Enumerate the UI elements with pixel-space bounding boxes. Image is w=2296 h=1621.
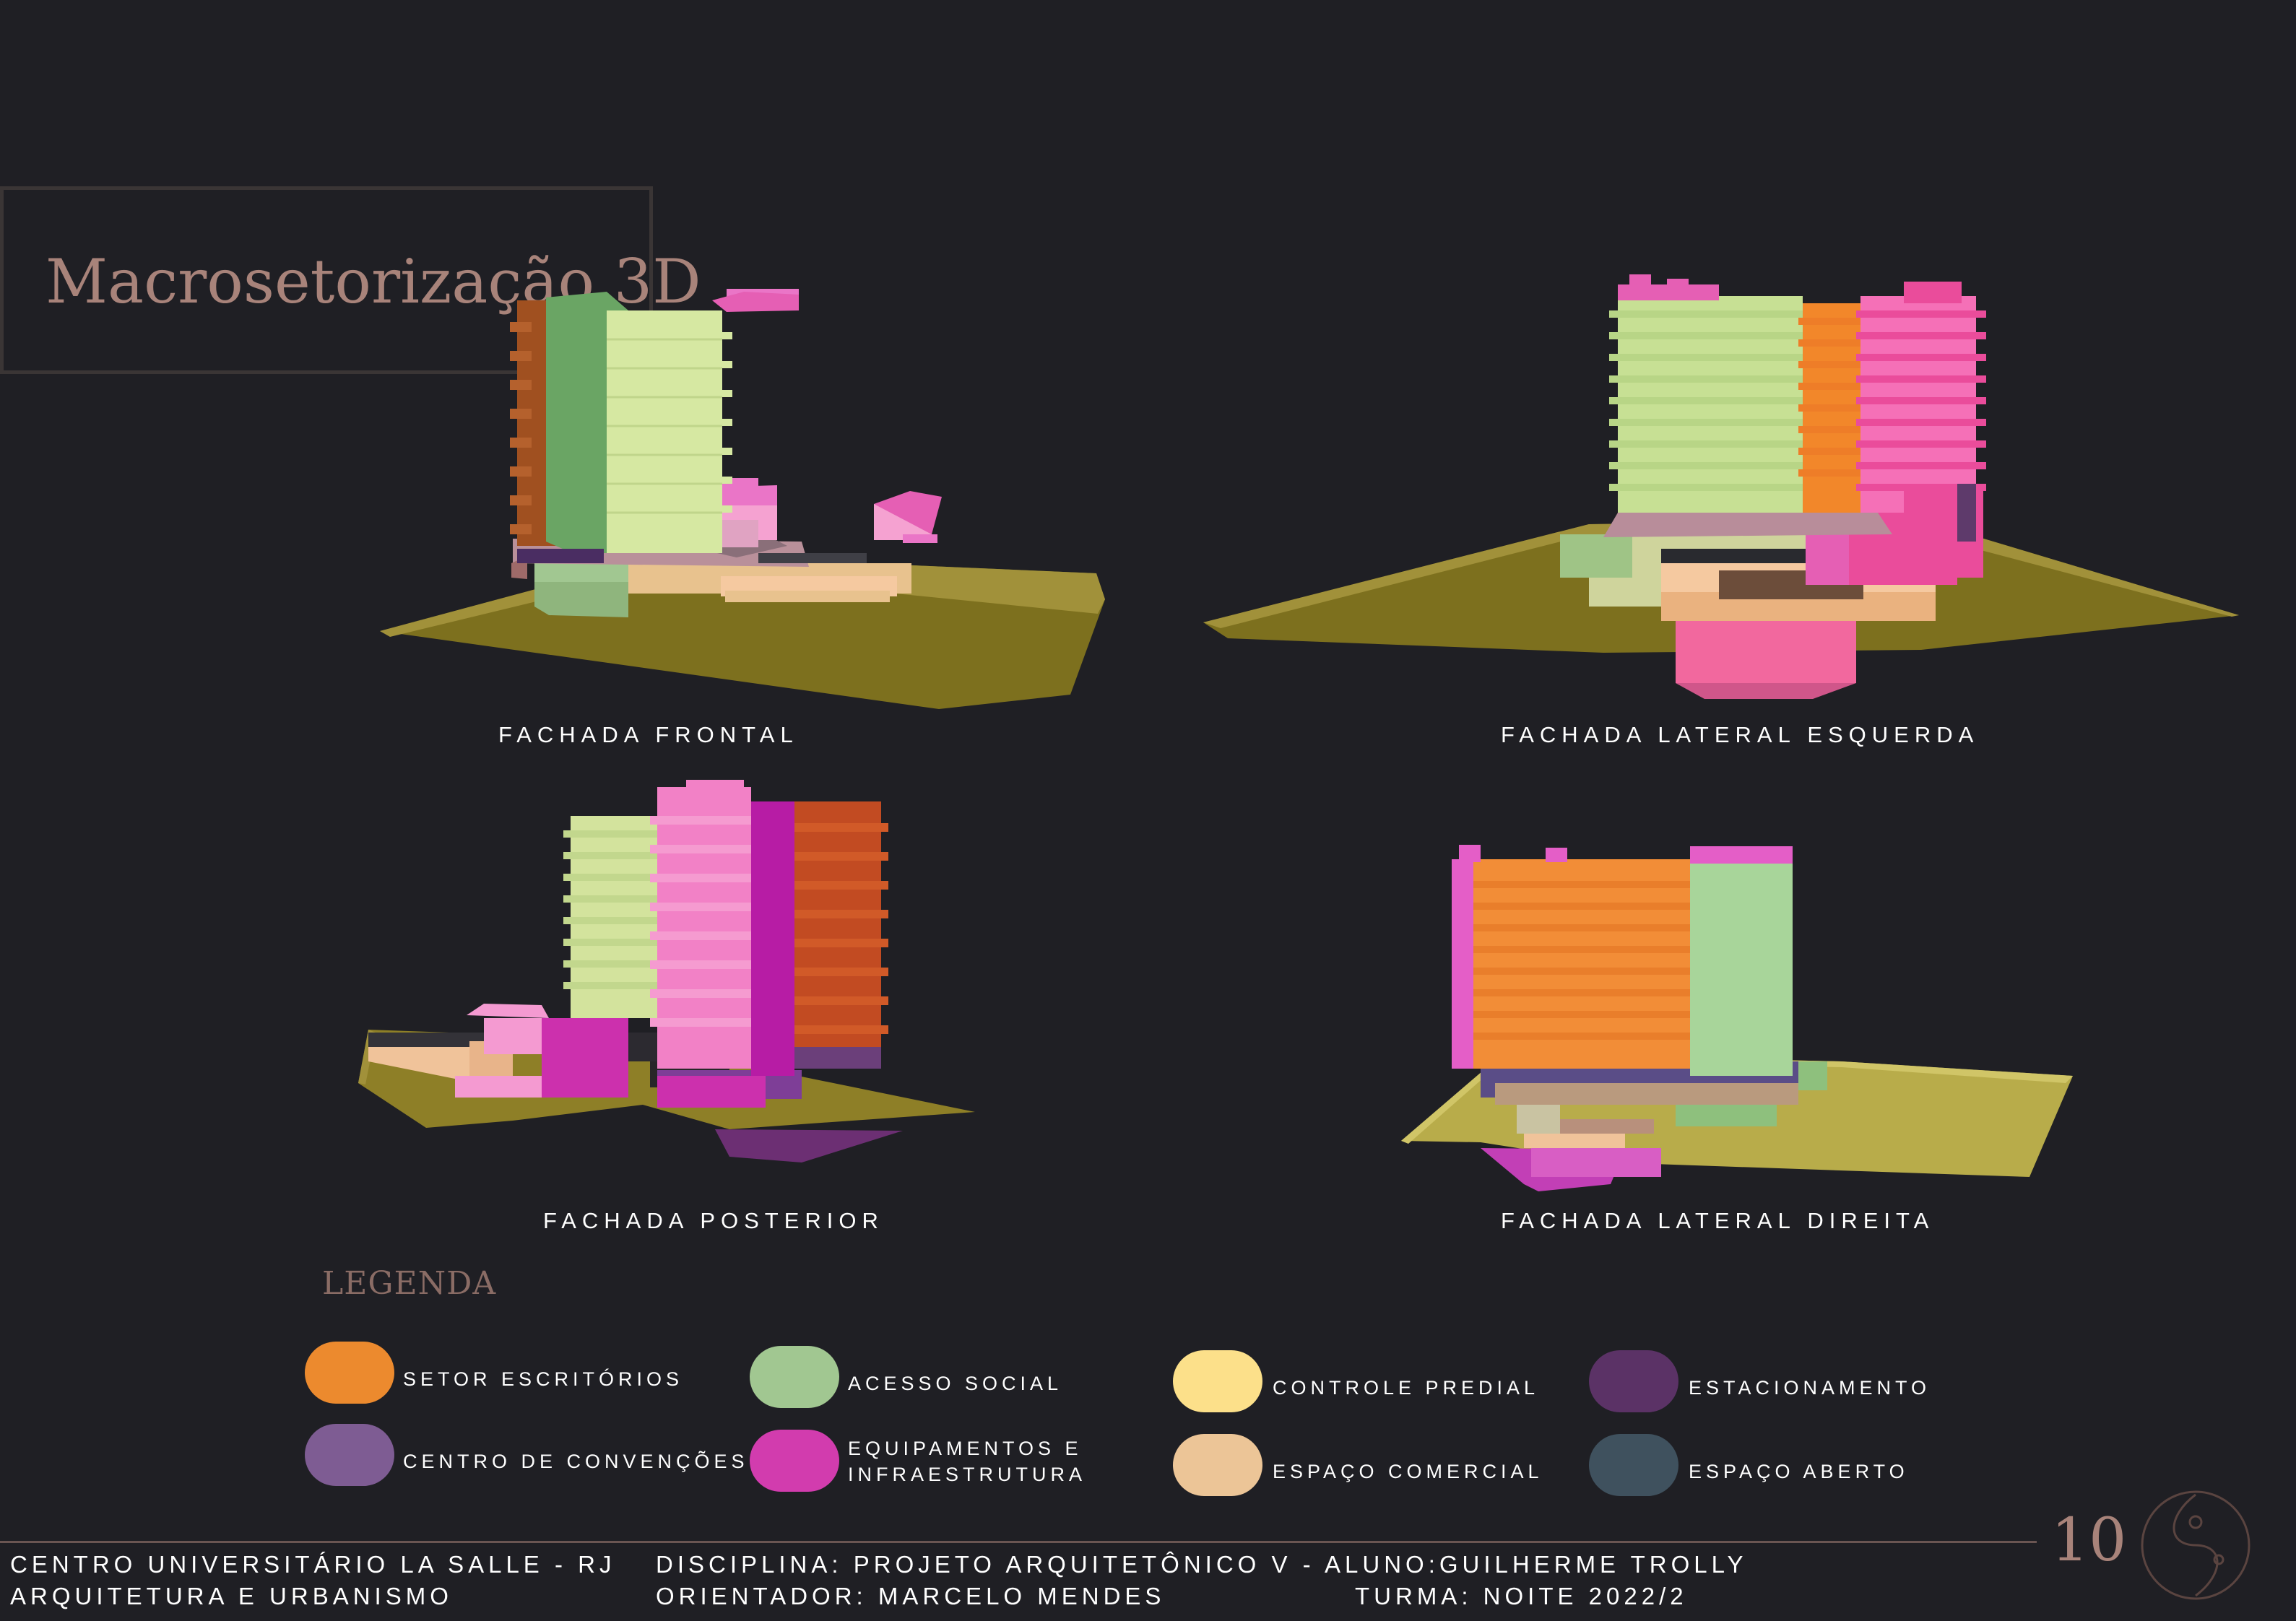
caption-fachada-frontal: FACHADA FRONTAL	[498, 722, 799, 747]
legend-label-estacionamento: ESTACIONAMENTO	[1689, 1377, 1931, 1399]
legend-swatch-equipamentos-e-infraestrutura	[750, 1430, 839, 1492]
legend-label-centro-de-convencoes: CENTRO DE CONVENÇÕES	[403, 1451, 749, 1472]
footer-divider	[0, 1541, 2037, 1543]
footer-course: ARQUITETURA E URBANISMO	[10, 1583, 453, 1609]
legend-label-espaco-comercial: ESPAÇO COMERCIAL	[1273, 1461, 1543, 1482]
render-fachada-lateral-direita	[1401, 845, 2073, 1191]
logo-icon	[2141, 1490, 2250, 1600]
legend-swatch-setor-escritorios	[305, 1342, 394, 1404]
render-fachada-posterior	[358, 780, 975, 1162]
caption-fachada-lateral-direita: FACHADA LATERAL DIREITA	[1501, 1208, 1935, 1233]
footer-institution: CENTRO UNIVERSITÁRIO LA SALLE - RJ	[10, 1551, 616, 1578]
caption-fachada-posterior: FACHADA POSTERIOR	[543, 1208, 884, 1233]
legend-label-controle-predial: CONTROLE PREDIAL	[1273, 1377, 1540, 1399]
legend-swatch-acesso-social	[750, 1346, 839, 1408]
legend-label-acesso-social: ACESSO SOCIAL	[848, 1373, 1063, 1394]
legend-swatch-espaco-aberto	[1589, 1434, 1678, 1496]
legend-title: LEGENDA	[322, 1265, 497, 1302]
legend-swatch-estacionamento	[1589, 1350, 1678, 1412]
footer-discipline-student: DISCIPLINA: PROJETO ARQUITETÔNICO V - AL…	[656, 1551, 1748, 1578]
legend-label-espaco-aberto: ESPAÇO ABERTO	[1689, 1461, 1909, 1482]
caption-fachada-lateral-esquerda: FACHADA LATERAL ESQUERDA	[1501, 722, 1980, 747]
footer-class: TURMA: NOITE 2022/2	[1355, 1583, 1688, 1609]
legend-label-equipamentos-line1: EQUIPAMENTOS E	[848, 1438, 1083, 1459]
page-number: 10	[2051, 1506, 2127, 1575]
render-fachada-lateral-esquerda	[1203, 274, 2239, 699]
render-fachada-frontal	[380, 289, 1105, 709]
legend-swatch-espaco-comercial	[1173, 1434, 1262, 1496]
legend-label-equipamentos-line2: INFRAESTRUTURA	[848, 1464, 1087, 1485]
legend-swatch-centro-de-convencoes	[305, 1424, 394, 1486]
legend-swatch-controle-predial	[1173, 1350, 1262, 1412]
footer-advisor: ORIENTADOR: MARCELO MENDES	[656, 1583, 1166, 1609]
legend-label-setor-escritorios: SETOR ESCRITÓRIOS	[403, 1368, 684, 1390]
